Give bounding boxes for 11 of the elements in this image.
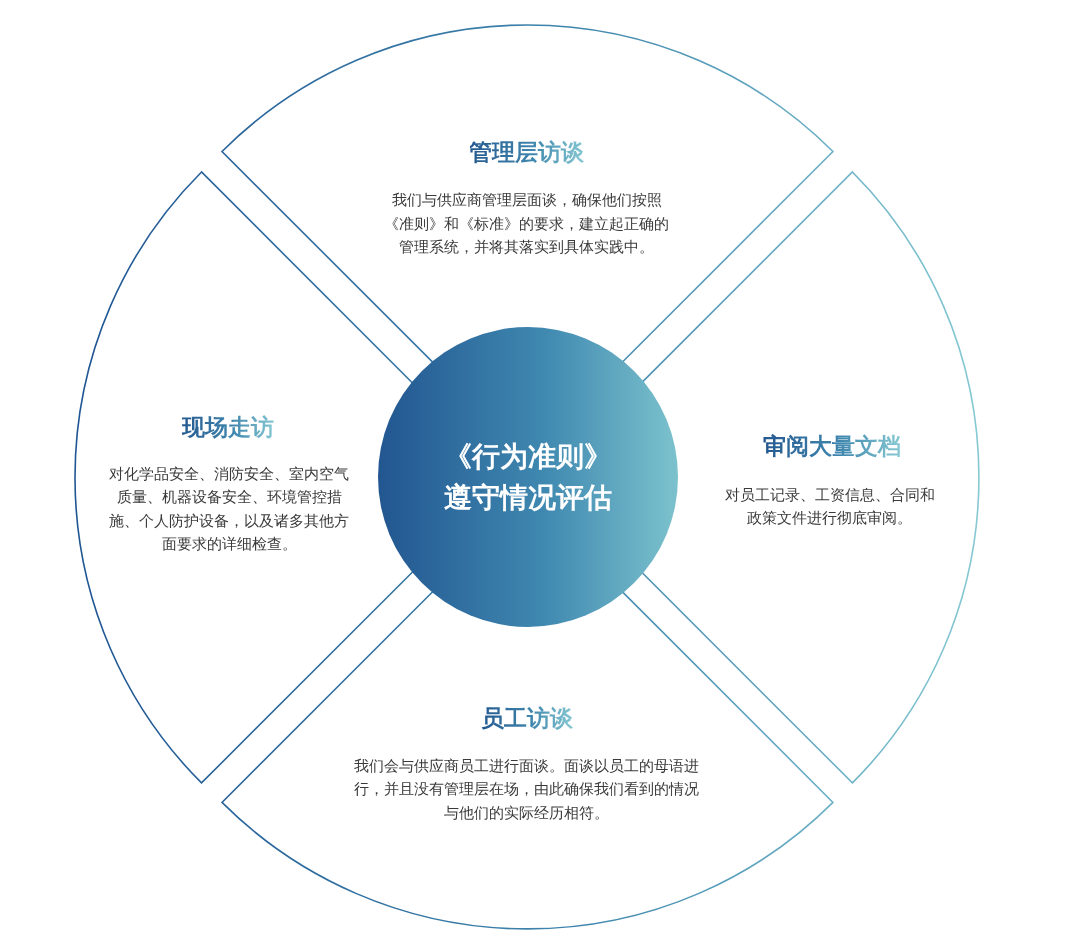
segment-heading: 管理层访谈 <box>469 137 585 167</box>
segment-description: 我们会与供应商员工进行面谈。面谈以员工的母语进行，并且没有管理层在场，由此确保我们看到的情况与他们的实际经历相符。 <box>353 756 701 823</box>
segment-heading: 现场走访 <box>182 412 274 442</box>
segment-heading: 员工访谈 <box>481 703 573 733</box>
segment-heading: 审阅大量文档 <box>763 431 901 461</box>
center-title: 《行为准则》遵守情况评估 <box>443 440 613 515</box>
ring-segment <box>220 24 834 364</box>
ring-segment <box>220 590 834 930</box>
segment-description: 对化学品安全、消防安全、室内空气质量、机器设备安全、环境管控措施、个人防护设备，以及诸多其他方面要求的详细检查。 <box>108 464 350 555</box>
segment-description: 我们与供应商管理层面谈，确保他们按照《准则》和《标准》的要求，建立起正确的管理系统，并将其落实到具体实践中。 <box>383 190 671 257</box>
segment-description: 对员工记录、工资信息、合同和政策文件进行彻底审阅。 <box>724 485 936 529</box>
